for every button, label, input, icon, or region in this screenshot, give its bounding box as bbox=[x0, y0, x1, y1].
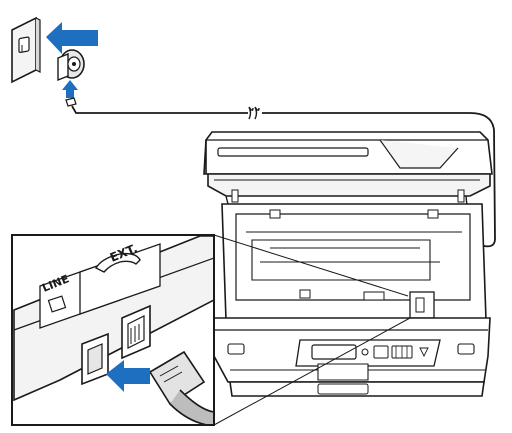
arrow-up-icon bbox=[62, 80, 78, 98]
wall-plug-connector bbox=[57, 49, 85, 82]
inset-detail-panel: EXT. LINE bbox=[11, 234, 411, 426]
arrow-into-line-jack-icon bbox=[106, 360, 150, 392]
arrow-into-wall-icon bbox=[46, 22, 98, 54]
cord-connector bbox=[65, 97, 77, 107]
wall-phone-socket bbox=[11, 16, 41, 84]
printer bbox=[203, 131, 493, 397]
